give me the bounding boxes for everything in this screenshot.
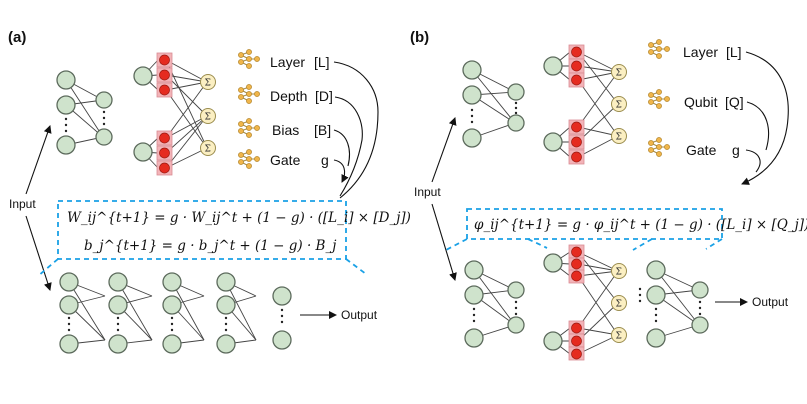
svg-text:Σ: Σ <box>616 332 622 342</box>
sigma-node-icon: Σ Σ Σ <box>200 74 216 156</box>
panel-b-label: (b) <box>410 29 429 46</box>
svg-text:Σ: Σ <box>205 79 211 89</box>
panel-b-eq-phase: φ_ij^{t+1} = g · φ_ij^t + (1 − g) · ([L_… <box>474 217 807 233</box>
panel-b-neuron-detail-top: Σ Σ Σ <box>543 44 627 165</box>
tree-icon <box>238 49 260 69</box>
panel-b-merge-arrows <box>741 51 789 185</box>
panel-a-output-label: Output <box>341 308 378 322</box>
hyper-bias-value: [B] <box>314 122 331 138</box>
tree-icon <box>238 149 260 169</box>
panel-a-top-network <box>56 70 113 155</box>
panel-a-equation-box: W_ij^{t+1} = g · W_ij^t + (1 − g) · ([L_… <box>37 200 411 277</box>
sigma-node-icon: Σ Σ Σ <box>611 263 627 343</box>
panel-a-label: (a) <box>8 29 26 46</box>
panel-b: (b) Σ <box>410 29 807 361</box>
svg-text:Σ: Σ <box>205 145 211 155</box>
svg-text:Σ: Σ <box>616 268 622 278</box>
svg-text:Σ: Σ <box>616 101 622 111</box>
hyper-gate-label-b: Gate <box>686 142 717 158</box>
hyper-gate-value-b: g <box>732 142 740 158</box>
hyper-layer-value-b: [L] <box>726 44 742 60</box>
hyper-layer-label-b: Layer <box>683 44 718 60</box>
red-cell-icon <box>568 44 585 165</box>
tree-icon <box>238 84 260 104</box>
panel-a-bottom-network <box>59 272 292 354</box>
panel-a-input-label: Input <box>9 197 36 211</box>
panel-b-tree-icons <box>648 39 670 157</box>
panel-b-output-label: Output <box>752 295 789 309</box>
hyper-qubit-label: Qubit <box>684 94 718 110</box>
svg-text:Σ: Σ <box>616 300 622 310</box>
panel-b-equation-box: φ_ij^{t+1} = g · φ_ij^t + (1 − g) · ([L_… <box>445 208 807 251</box>
hyper-gate-value: g <box>321 152 329 168</box>
tree-icon <box>648 39 670 59</box>
panel-b-bottom-network: Σ Σ Σ <box>464 244 709 361</box>
red-cell-icon <box>156 52 173 176</box>
red-cell-icon <box>568 244 585 361</box>
panel-b-input-label: Input <box>414 185 441 199</box>
hyper-layer-label: Layer <box>270 54 305 70</box>
tree-icon <box>648 137 670 157</box>
svg-text:Σ: Σ <box>616 69 622 79</box>
sigma-node-icon: Σ Σ Σ <box>611 64 627 144</box>
panel-a-merge-arrows <box>333 61 379 199</box>
hyper-depth-label: Depth <box>270 88 307 104</box>
panel-a-neuron-detail: Σ Σ Σ <box>133 52 216 176</box>
panel-a: (a) <box>8 29 411 354</box>
hyper-layer-value: [L] <box>314 54 330 70</box>
hyper-depth-value: [D] <box>315 88 333 104</box>
svg-text:Σ: Σ <box>205 113 211 123</box>
panel-a-eq-weight: W_ij^{t+1} = g · W_ij^t + (1 − g) · ([L_… <box>67 210 411 226</box>
tree-icon <box>238 118 260 138</box>
hyper-gate-label: Gate <box>270 152 301 168</box>
svg-text:Σ: Σ <box>616 133 622 143</box>
panel-b-top-network <box>462 60 525 148</box>
hyper-qubit-value: [Q] <box>725 94 744 110</box>
panel-a-tree-icons <box>238 49 260 169</box>
tree-icon <box>648 89 670 109</box>
hyper-bias-label: Bias <box>272 122 299 138</box>
panel-a-eq-bias: b_j^{t+1} = g · b_j^t + (1 − g) · B_j <box>84 238 336 254</box>
